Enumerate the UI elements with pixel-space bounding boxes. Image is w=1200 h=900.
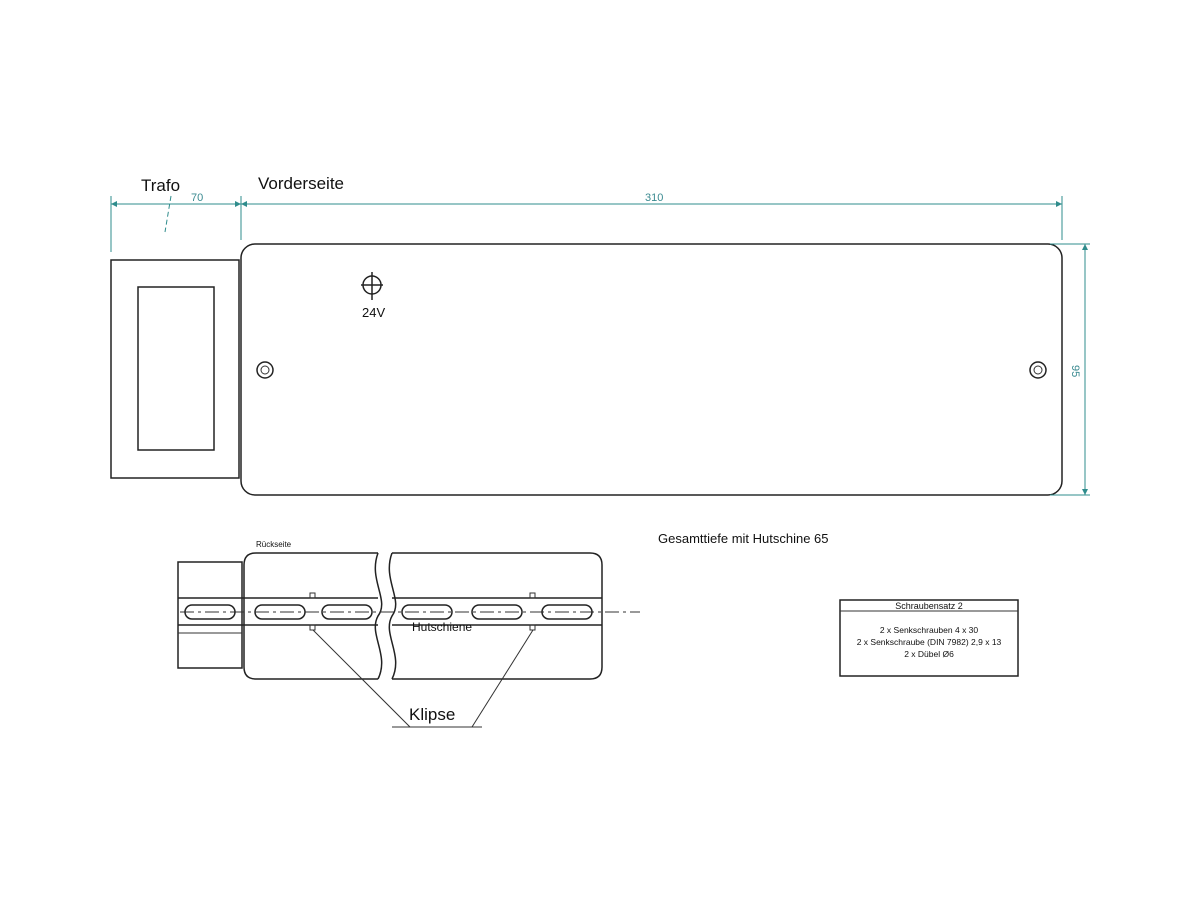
trafo-label: Trafo [141, 176, 180, 195]
front-label: Vorderseite [258, 174, 344, 193]
dimension-trafo-width: 70 [191, 192, 203, 204]
screw-set-line: 2 x Senkschraube (DIN 7982) 2,9 x 13 [857, 637, 1002, 647]
back-label: Rückseite [256, 540, 292, 549]
break-line-right [388, 552, 397, 680]
terminal-symbol-icon [361, 272, 383, 300]
mounting-hole-right [1029, 361, 1047, 379]
clips-label: Klipse [409, 705, 455, 724]
screw-set-line: 2 x Senkschrauben 4 x 30 [880, 625, 979, 635]
screw-set-table: Schraubensatz 2 2 x Senkschrauben 4 x 30… [839, 599, 1019, 677]
dimension-housing-width: 310 [645, 192, 663, 204]
break-line-left [374, 552, 383, 680]
dimension-lines [110, 195, 1090, 496]
rail-slots [184, 604, 593, 620]
total-depth-note: Gesamttiefe mit Hutschine 65 [658, 531, 829, 546]
housing-back [243, 552, 378, 680]
back-view: Rückseite [177, 540, 640, 728]
clip-leaders [312, 629, 534, 728]
housing-front [240, 243, 1063, 496]
din-rail [178, 597, 640, 626]
trafo-window [137, 286, 215, 451]
voltage-label: 24V [362, 305, 385, 320]
front-view: 24V Trafo Vorderseite 70 310 95 [110, 174, 1090, 496]
trafo-back-block [177, 561, 243, 669]
mounting-hole-left [256, 361, 274, 379]
dimension-housing-height: 95 [1069, 365, 1081, 377]
trafo-block [110, 259, 240, 479]
screw-set-line: 2 x Dübel Ø6 [904, 649, 954, 659]
rail-label: Hutschiene [412, 620, 472, 634]
screw-set-title: Schraubensatz 2 [895, 601, 963, 611]
